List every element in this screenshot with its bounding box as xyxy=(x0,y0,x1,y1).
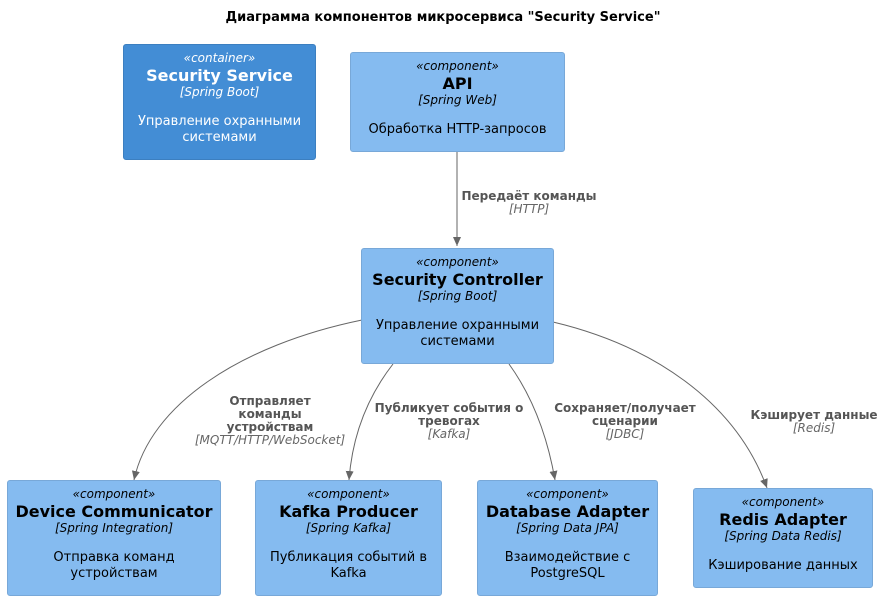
node-tech: [Spring Web] xyxy=(418,93,497,107)
edge-label-text: Сохраняет/получает сценарии xyxy=(554,401,696,428)
node-name: API xyxy=(442,74,473,93)
device-communicator-component[interactable]: «component» Device Communicator [Spring … xyxy=(7,480,221,596)
kafka-producer-component[interactable]: «component» Kafka Producer [Spring Kafka… xyxy=(255,480,442,596)
node-description: Отправка команд устройствам xyxy=(53,550,175,581)
security-controller-component[interactable]: «component» Security Controller [Spring … xyxy=(361,248,554,364)
node-tech: [Spring Kafka] xyxy=(305,521,392,535)
edge-label-api-controller: Передаёт команды [HTTP] xyxy=(450,190,608,216)
node-name: Database Adapter xyxy=(485,502,650,521)
node-description: Обработка HTTP-запросов xyxy=(368,122,547,137)
edge-label-tech: [MQTT/HTTP/WebSocket] xyxy=(194,433,346,447)
node-name: Device Communicator xyxy=(15,502,213,521)
stereotype: «container» xyxy=(183,51,256,65)
stereotype: «component» xyxy=(741,495,825,509)
node-name: Security Controller xyxy=(372,270,543,289)
redis-adapter-component[interactable]: «component» Redis Adapter [Spring Data R… xyxy=(693,488,873,588)
edge-label-text: Кэширует данные xyxy=(750,408,878,422)
edge-label-tech: [JDBC] xyxy=(605,427,645,441)
edge-controller-device xyxy=(131,319,363,481)
node-name: Security Service xyxy=(146,66,293,85)
edge-label-controller-redis: Кэширует данные [Redis] xyxy=(746,409,882,435)
security-service-container[interactable]: «container» Security Service [Spring Boo… xyxy=(123,44,316,160)
stereotype: «component» xyxy=(416,255,499,269)
edge-label-controller-device: Отправляет команды устройствам [MQTT/HTT… xyxy=(190,395,350,447)
node-tech: [Spring Integration] xyxy=(54,521,174,535)
node-name: Redis Adapter xyxy=(719,510,847,529)
edge-label-tech: [Kafka] xyxy=(427,427,471,441)
edge-label-text: Публикует события о тревогах xyxy=(374,401,524,428)
api-component[interactable]: «component» API [Spring Web] Обработка H… xyxy=(350,52,565,152)
edge-label-controller-db: Сохраняет/получает сценарии [JDBC] xyxy=(548,402,702,441)
stereotype: «component» xyxy=(72,487,156,501)
edge-controller-db xyxy=(508,363,558,481)
stereotype: «component» xyxy=(307,487,390,501)
edge-label-text: Передаёт команды xyxy=(461,189,597,203)
node-description: Кэширование данных xyxy=(708,558,858,573)
node-description: Взаимодействие с PostgreSQL xyxy=(504,550,631,581)
stereotype: «component» xyxy=(526,487,609,501)
node-description: Управление охранными системами xyxy=(375,318,540,349)
edge-controller-redis xyxy=(552,321,768,489)
node-tech: [Spring Data JPA] xyxy=(516,521,619,535)
stereotype: «component» xyxy=(416,59,499,73)
node-tech: [Spring Boot] xyxy=(417,289,498,303)
node-tech: [Spring Data Redis] xyxy=(724,529,842,543)
node-description: Управление охранными системами xyxy=(137,114,302,145)
node-description: Публикация событий в Kafka xyxy=(270,550,427,581)
node-name: Kafka Producer xyxy=(279,502,418,521)
node-tech: [Spring Boot] xyxy=(179,85,260,99)
edge-label-tech: [Redis] xyxy=(792,421,836,435)
edge-label-text: Отправляет команды устройствам xyxy=(226,394,314,434)
database-adapter-component[interactable]: «component» Database Adapter [Spring Dat… xyxy=(477,480,658,596)
edge-label-tech: [HTTP] xyxy=(508,202,550,216)
diagram-title: Диаграмма компонентов микросервиса "Secu… xyxy=(225,10,661,25)
edge-controller-kafka xyxy=(345,363,394,481)
edge-label-controller-kafka: Публикует события о тревогах [Kafka] xyxy=(370,402,528,441)
